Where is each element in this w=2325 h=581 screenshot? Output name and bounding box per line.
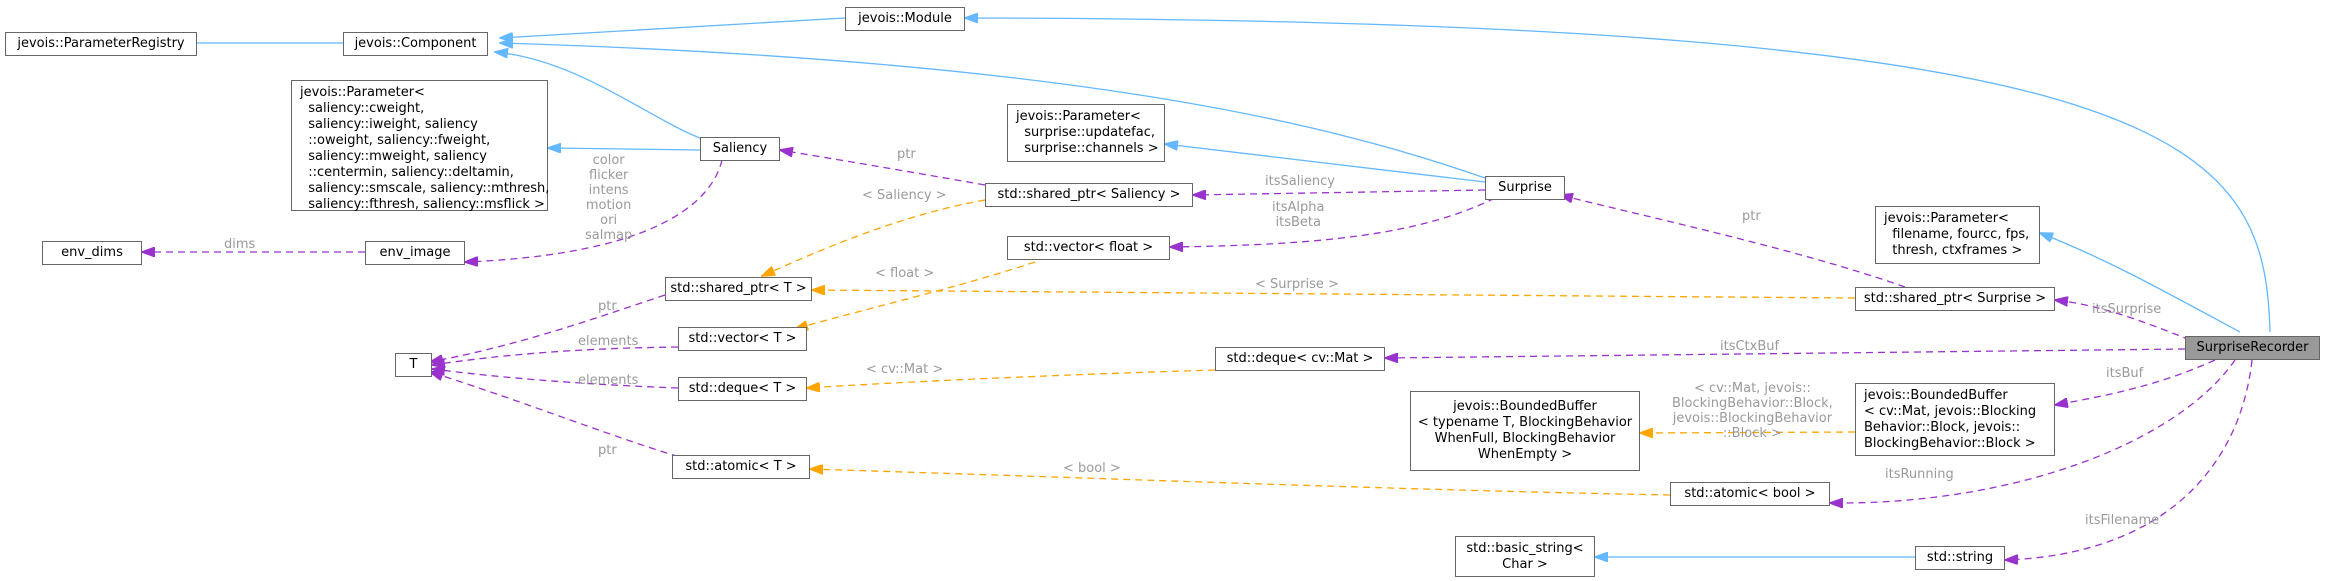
edge-recorder-string — [2005, 359, 2253, 560]
label-saliency-channels: color flicker intens motion ori salmap — [585, 153, 633, 243]
edge-atomict-t — [430, 372, 691, 461]
edge-envimage-saliency — [465, 159, 723, 262]
node-recorder-parameter[interactable]: jevois::Parameter< filename, fourcc, fps… — [1875, 206, 2040, 264]
node-atomic-t[interactable]: std::atomic< T > — [672, 455, 810, 479]
edge-surprise-component — [500, 43, 1486, 179]
label-template-bool: < bool > — [1063, 461, 1121, 476]
node-surprise-recorder[interactable]: SurpriseRecorder — [2185, 336, 2320, 360]
edge-vectorfloat-vectort — [795, 261, 1036, 329]
node-bounded-buffer-mat[interactable]: jevois::BoundedBuffer < cv::Mat, jevois:… — [1855, 383, 2055, 456]
label-ptr-atomic: ptr — [598, 443, 617, 458]
node-vector-t[interactable]: std::vector< T > — [678, 327, 807, 351]
label-its-alpha-beta: itsAlpha itsBeta — [1272, 200, 1325, 230]
node-deque-t[interactable]: std::deque< T > — [678, 377, 807, 401]
node-shared-ptr-t[interactable]: std::shared_ptr< T > — [665, 277, 812, 301]
node-env-dims[interactable]: env_dims — [42, 241, 142, 265]
label-ptr-saliency: ptr — [897, 147, 916, 162]
node-t[interactable]: T — [395, 353, 432, 377]
label-template-bounded: < cv::Mat, jevois:: BlockingBehavior::Bl… — [1672, 381, 1833, 441]
label-its-filename: itsFilename — [2085, 513, 2160, 528]
edge-vectort-t — [432, 346, 679, 365]
node-vector-float[interactable]: std::vector< float > — [1007, 236, 1170, 260]
label-its-buf: itsBuf — [2106, 366, 2144, 381]
label-template-surprise: < Surprise > — [1255, 277, 1339, 292]
node-bounded-buffer-t[interactable]: jevois::BoundedBuffer < typename T, Bloc… — [1410, 391, 1640, 471]
edge-recorder-atomicbool — [1830, 359, 2236, 503]
node-surprise[interactable]: Surprise — [1485, 176, 1565, 200]
label-its-running: itsRunning — [1885, 467, 1954, 482]
label-dims: dims — [224, 237, 256, 252]
label-template-mat: < cv::Mat > — [866, 362, 944, 377]
label-ptr-t: ptr — [598, 299, 617, 314]
label-its-ctx-buf: itsCtxBuf — [1720, 339, 1780, 354]
node-env-image[interactable]: env_image — [365, 241, 465, 265]
edge-atomicbool-atomict — [810, 469, 1671, 496]
node-component[interactable]: jevois::Component — [343, 32, 488, 56]
edge-sharedptrsurprise-sharedptrt — [812, 290, 1856, 299]
label-template-float: < float > — [875, 266, 935, 281]
node-parameter-registry[interactable]: jevois::ParameterRegistry — [5, 32, 197, 56]
node-shared-ptr-saliency[interactable]: std::shared_ptr< Saliency > — [985, 183, 1193, 207]
edge-saliency-component — [495, 52, 706, 141]
node-deque-mat[interactable]: std::deque< cv::Mat > — [1215, 347, 1385, 371]
edge-recorder-boundedbuffer — [2055, 359, 2216, 405]
label-elements-deque: elements — [578, 373, 639, 388]
node-shared-ptr-surprise[interactable]: std::shared_ptr< Surprise > — [1855, 287, 2055, 311]
node-saliency[interactable]: Saliency — [700, 137, 780, 161]
label-elements-vector: elements — [578, 334, 639, 349]
edge-dequemat-dequet — [807, 369, 1216, 388]
node-surprise-parameter[interactable]: jevois::Parameter< surprise::updatefac, … — [1007, 104, 1165, 162]
node-atomic-bool[interactable]: std::atomic< bool > — [1670, 482, 1830, 506]
label-its-surprise: itsSurprise — [2092, 302, 2162, 317]
edge-surprise-parameter — [1165, 144, 1486, 183]
edge-surprise-sharedptrsaliency — [1193, 189, 1486, 195]
edge-surprise-vectorfloat — [1170, 197, 1496, 247]
node-saliency-parameter[interactable]: jevois::Parameter< saliency::cweight, sa… — [291, 80, 549, 212]
label-template-saliency: < Saliency > — [862, 188, 947, 203]
edge-recorder-module — [965, 18, 2271, 333]
label-ptr-surprise: ptr — [1742, 209, 1761, 224]
edge-module-component — [500, 17, 846, 38]
label-its-saliency: itsSaliency — [1265, 174, 1336, 189]
node-module[interactable]: jevois::Module — [845, 7, 965, 31]
node-basic-string[interactable]: std::basic_string< Char > — [1455, 536, 1595, 577]
node-std-string[interactable]: std::string — [1915, 546, 2005, 570]
edge-sharedptrt-t — [430, 294, 666, 362]
edge-sharedptrsaliency-saliency — [780, 150, 986, 186]
edge-saliency-parameter — [548, 148, 701, 150]
edge-sharedptrsaliency-sharedptrt — [762, 199, 986, 276]
edge-recorder-dequemat — [1385, 348, 2186, 358]
edge-sharedptrsurprise-surprise — [1560, 195, 1906, 288]
edge-recorder-sharedptrsurprise — [2055, 300, 2191, 341]
edge-recorder-parameter — [2040, 233, 2241, 333]
edge-dequet-t — [432, 369, 679, 389]
